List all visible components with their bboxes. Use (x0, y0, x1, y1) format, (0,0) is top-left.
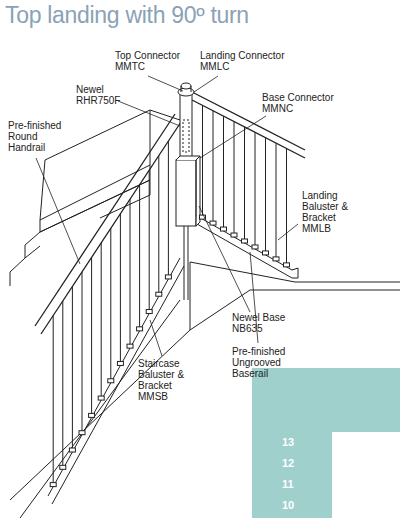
baluster (158, 156, 159, 295)
baluster (82, 272, 83, 433)
part-label: Newel RHR750F (76, 84, 126, 106)
baluster-bracket (50, 483, 56, 487)
part-label: Newel Base NB635 (232, 312, 288, 334)
baluster-bracket (210, 221, 216, 225)
baluster-bracket (60, 465, 66, 469)
baluster (139, 185, 140, 329)
stair-step: 12 (252, 453, 332, 472)
baluster (72, 286, 73, 450)
baluster-bracket (98, 396, 104, 400)
baluster (223, 116, 224, 229)
baluster (276, 143, 277, 259)
baluster-bracket (89, 413, 95, 417)
baluster-bracket (146, 310, 152, 314)
diagram-title: Top landing with 90º turn (5, 2, 249, 29)
baluster-bracket (242, 239, 248, 243)
baluster-bracket (284, 263, 290, 267)
baluster (120, 214, 121, 364)
baluster-bracket (221, 227, 227, 231)
part-label: Staircase Baluster & Bracket MMSB (138, 358, 190, 402)
baluster (101, 243, 102, 398)
stair-step: 11 (252, 474, 332, 493)
stair-step: 10 (252, 495, 332, 514)
baluster-bracket (127, 344, 133, 348)
baluster (213, 111, 214, 223)
baluster-bracket (165, 275, 171, 279)
baluster-bracket (117, 361, 123, 365)
part-label: Landing Baluster & Bracket MMLB (302, 190, 354, 234)
part-label: Top Connector MMTC (115, 50, 185, 72)
part-label: Landing Connector MMLC (200, 50, 288, 72)
step-number: 12 (282, 457, 294, 469)
baluster (286, 149, 287, 265)
baluster (91, 257, 92, 415)
baluster (202, 105, 203, 217)
baluster (130, 199, 131, 346)
baluster (62, 301, 63, 467)
baluster-bracket (69, 448, 75, 452)
baluster-bracket (79, 431, 85, 435)
baluster (234, 122, 235, 235)
baluster (244, 127, 245, 241)
baluster-bracket (108, 379, 114, 383)
baluster-bracket (273, 257, 279, 261)
part-label: Base Connector MMNC (262, 92, 334, 114)
step-number: 11 (282, 478, 294, 490)
stair-step: 13 (252, 432, 332, 451)
part-label: Pre-finished Ungrooved Baserail (232, 346, 292, 379)
baluster (265, 138, 266, 253)
baluster (110, 228, 111, 380)
baluster-bracket (137, 327, 143, 331)
baluster (255, 132, 256, 247)
baluster (149, 170, 150, 311)
baluster-bracket (156, 292, 162, 296)
baluster (53, 316, 54, 485)
baluster (168, 141, 169, 277)
baluster-bracket (263, 251, 269, 255)
step-number: 10 (282, 499, 294, 511)
baluster-bracket (252, 245, 258, 249)
part-label: Pre-finished Round Handrail (8, 120, 66, 153)
baluster-bracket (231, 233, 237, 237)
step-number: 13 (282, 436, 294, 448)
